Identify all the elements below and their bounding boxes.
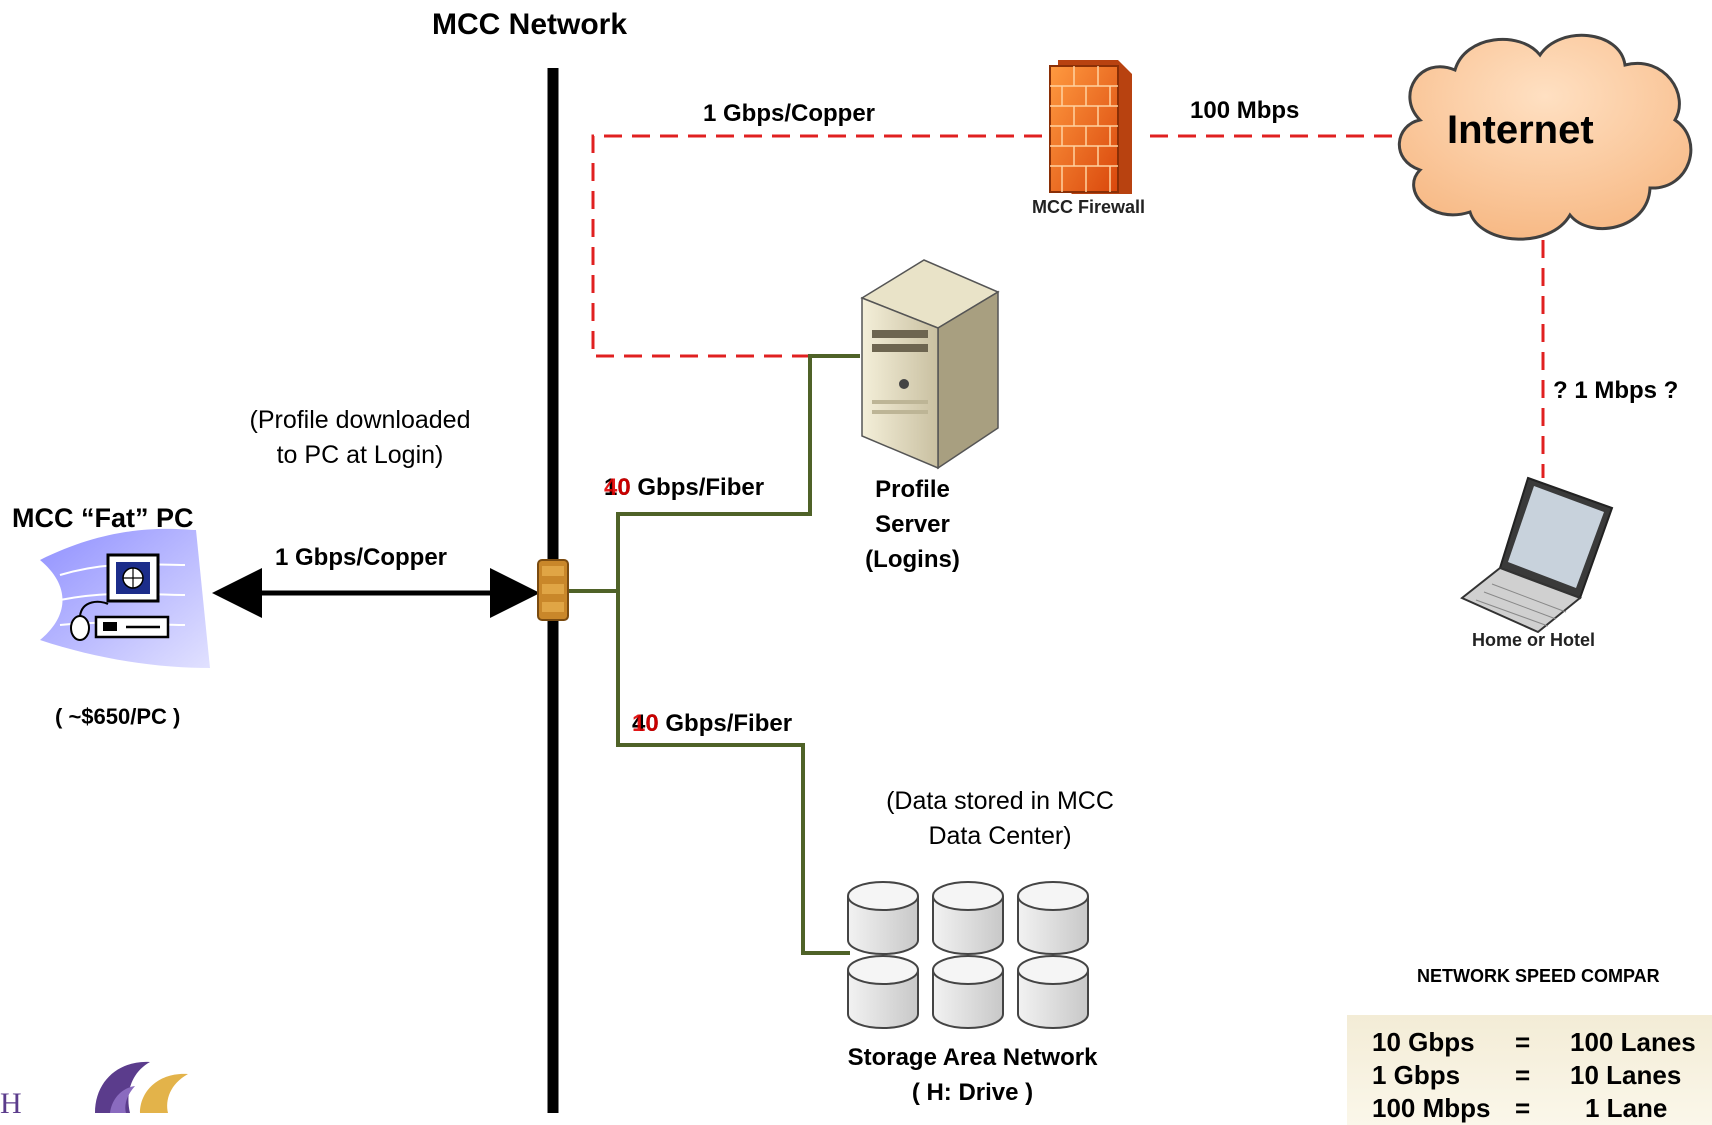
data-stored-note: (Data stored in MCC Data Center) xyxy=(850,784,1150,854)
profile-download-note: (Profile downloaded to PC at Login) xyxy=(205,403,515,473)
core-switch-icon xyxy=(537,559,569,621)
speed-equals: = xyxy=(1515,1027,1531,1057)
fiber-label-overlay-digits: 40 xyxy=(604,474,631,501)
laptop-icon xyxy=(1460,476,1614,634)
profile-server-icon xyxy=(860,259,1000,470)
fiber-label-overlay-text: 40 Gbps/Fiber xyxy=(632,710,793,737)
link-label-core-to-firewall: 1 Gbps/Copper xyxy=(703,100,876,127)
fiber-label-overlay-text: 10 Gbps/Fiber xyxy=(604,474,765,501)
svg-text:H: H xyxy=(0,1087,22,1113)
speed-value: 100 Mbps xyxy=(1372,1093,1491,1123)
link-label-internet-to-home: ? 1 Mbps ? xyxy=(1553,377,1679,404)
storage-line-2: ( H: Drive ) xyxy=(911,1079,1034,1106)
fiber-link-to-storage xyxy=(616,591,850,955)
profile-note-line-1: (Profile downloaded xyxy=(249,406,471,434)
link-label-core-to-storage: 40 Gbps/Fiber 10 xyxy=(632,710,792,738)
pc-label: MCC “Fat” PC xyxy=(12,503,194,533)
speed-lanes: 10 Lanes xyxy=(1570,1060,1682,1090)
speed-value: 1 Gbps xyxy=(1372,1060,1461,1090)
speed-comparison-title: NETWORK SPEED COMPAR xyxy=(1417,966,1660,986)
data-note-line-2: Data Center) xyxy=(928,822,1072,850)
link-label-firewall-to-internet: 100 Mbps xyxy=(1190,97,1300,124)
profile-server-line-1: Profile xyxy=(875,476,950,503)
diagram-title: MCC Network xyxy=(432,8,628,41)
speed-row: 1 Gbps xyxy=(1372,1060,1460,1091)
storage-disks-icon xyxy=(847,881,1089,1029)
speed-row: 10 Gbps xyxy=(1372,1027,1475,1058)
speed-equals: = xyxy=(1515,1093,1531,1123)
link-label-core-to-profile-server: 10 Gbps/Fiber 40 xyxy=(604,474,764,502)
profile-server-line-3: (Logins) xyxy=(865,546,960,573)
speed-row: 100 Mbps xyxy=(1372,1093,1491,1124)
profile-server-label: Profile Server (Logins) xyxy=(850,472,975,577)
internet-label: Internet xyxy=(1447,108,1594,152)
data-note-line-1: (Data stored in MCC xyxy=(886,787,1114,815)
speed-comparison-table: 10 Gbps = 100 Lanes 1 Gbps = 10 Lanes 10… xyxy=(1347,1015,1712,1125)
speed-value: 10 Gbps xyxy=(1372,1027,1475,1057)
pc-cost-label: ( ~$650/PC ) xyxy=(55,704,181,729)
internet-cloud-icon xyxy=(1397,33,1693,241)
fiber-label-overlay-digits: 10 xyxy=(632,710,659,737)
profile-note-line-2: to PC at Login) xyxy=(276,441,444,469)
storage-line-1: Storage Area Network xyxy=(847,1044,1098,1071)
speed-lanes: 100 Lanes xyxy=(1570,1027,1696,1057)
home-label: Home or Hotel xyxy=(1472,630,1596,650)
fiber-link-to-profile-server xyxy=(565,354,860,593)
pc-icon xyxy=(40,528,210,668)
profile-server-line-2: Server xyxy=(875,511,950,538)
speed-equals: = xyxy=(1515,1060,1531,1090)
speed-lanes: 1 Lane xyxy=(1585,1093,1668,1123)
firewall-icon xyxy=(1049,60,1132,194)
firewall-label: MCC Firewall xyxy=(1032,197,1146,217)
link-label-pc-to-core: 1 Gbps/Copper xyxy=(275,544,448,571)
college-logo-icon: H xyxy=(0,1061,188,1113)
storage-label: Storage Area Network ( H: Drive ) xyxy=(820,1040,1125,1110)
